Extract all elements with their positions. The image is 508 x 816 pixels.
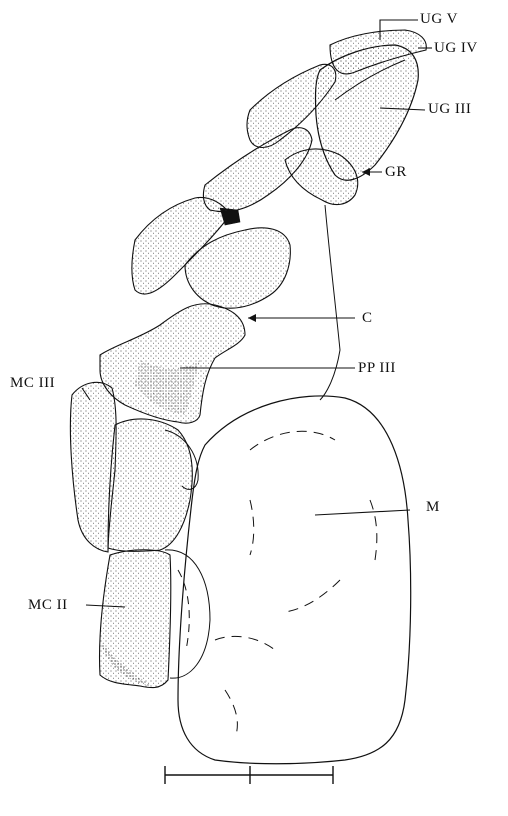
outline-m — [178, 396, 411, 764]
label-mc-ii: MC II — [28, 598, 68, 613]
label-ug-v: UG V — [420, 12, 458, 27]
label-m: M — [426, 500, 440, 515]
dashed-contour-m — [215, 431, 377, 735]
label-pp-iii: PP III — [358, 361, 396, 376]
label-mc-iii: MC III — [10, 376, 55, 391]
scale-bar — [165, 766, 333, 784]
outline-right-contour — [320, 205, 340, 400]
label-c: C — [362, 311, 373, 326]
bone-carpal — [108, 419, 192, 551]
label-ug-iv: UG IV — [434, 41, 478, 56]
label-ug-iii: UG III — [428, 102, 471, 117]
label-gr: GR — [385, 165, 407, 180]
oval-structure — [165, 550, 210, 678]
bone-mc-ii — [99, 550, 170, 688]
